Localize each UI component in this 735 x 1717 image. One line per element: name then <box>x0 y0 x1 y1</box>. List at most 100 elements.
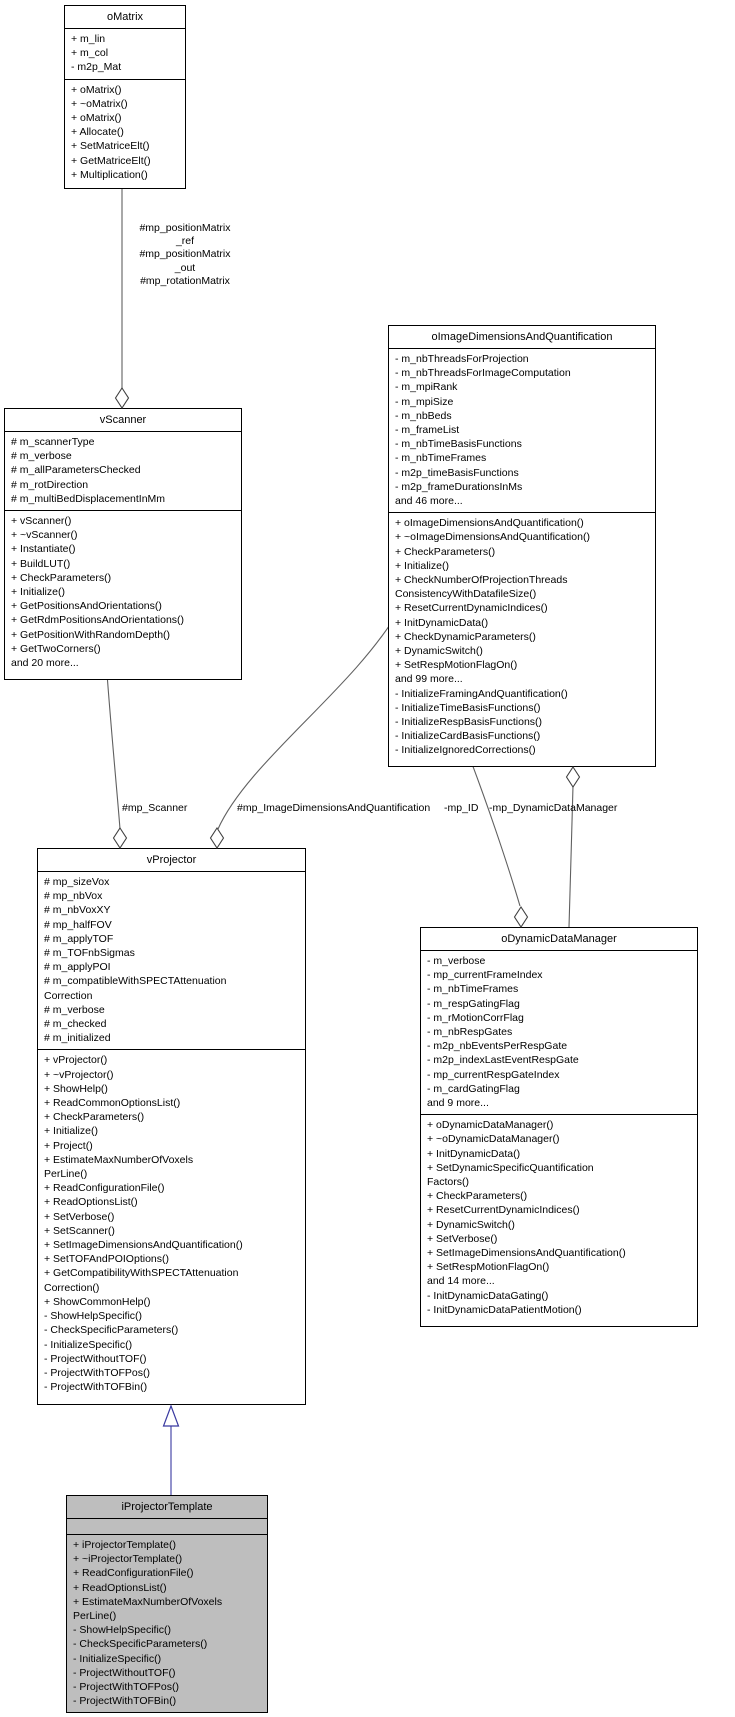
edge-label-mp-imagedimensions: #mp_ImageDimensionsAndQuantification <box>237 802 431 814</box>
method-line: + SetScanner() <box>44 1224 115 1237</box>
method-line: + ReadOptionsList() <box>44 1196 138 1209</box>
attribute-line: + m_col <box>71 47 109 60</box>
method-line: - ProjectWithoutTOF() <box>44 1352 147 1365</box>
method-line: + CheckParameters() <box>427 1190 528 1203</box>
attribute-line: - mp_currentFrameIndex <box>427 969 543 982</box>
attribute-line: and 46 more... <box>395 495 463 508</box>
method-line: + CheckDynamicParameters() <box>395 630 536 643</box>
method-line: + ShowHelp() <box>44 1082 108 1095</box>
class-methods-oDynamicDataManager: + oDynamicDataManager()+ ~oDynamicDataMa… <box>421 1114 697 1326</box>
method-line: + GetCompatibilityWithSPECTAttenuation C… <box>44 1267 239 1294</box>
attribute-line: - m2p_timeBasisFunctions <box>395 466 519 479</box>
method-line: + ReadConfigurationFile() <box>44 1182 165 1195</box>
attribute-line: - m_nbThreadsForImageComputation <box>395 367 571 380</box>
method-line: - InitializeCardBasisFunctions() <box>395 730 541 743</box>
method-line: + ReadCommonOptionsList() <box>44 1097 181 1110</box>
class-methods-vScanner: + vScanner()+ ~vScanner()+ Instantiate()… <box>5 510 241 679</box>
method-line: + SetRespMotionFlagOn() <box>395 659 518 672</box>
method-line: + DynamicSwitch() <box>427 1218 515 1231</box>
attribute-line: - m_nbRespGates <box>427 1026 513 1039</box>
method-line: + oDynamicDataManager() <box>427 1119 554 1132</box>
attribute-line: - m_mpiSize <box>395 395 454 408</box>
class-methods-oImageDimensionsAndQuantification: + oImageDimensionsAndQuantification()+ ~… <box>389 512 655 766</box>
method-line: - ShowHelpSpecific() <box>73 1624 172 1637</box>
class-attributes-oImageDimensionsAndQuantification: - m_nbThreadsForProjection- m_nbThreadsF… <box>389 349 655 512</box>
class-methods-oMatrix: + oMatrix()+ ~oMatrix()+ oMatrix()+ Allo… <box>65 78 185 188</box>
method-line: + EstimateMaxNumberOfVoxels PerLine() <box>44 1153 194 1181</box>
method-line: - ProjectWithTOFPos() <box>73 1681 179 1694</box>
attribute-line: - m_nbTimeBasisFunctions <box>395 438 522 451</box>
edge-label-matrix-members: #mp_positionMatrix _ref #mp_positionMatr… <box>139 222 231 287</box>
class-title-vProjector: vProjector <box>38 849 305 872</box>
attribute-line: # m_applyTOF <box>44 932 114 945</box>
method-line: + Multiplication() <box>71 168 148 181</box>
method-line: + ReadOptionsList() <box>73 1581 167 1594</box>
method-line: and 20 more... <box>11 657 79 670</box>
method-line: + CheckParameters() <box>44 1111 145 1124</box>
method-line: + iProjectorTemplate() <box>73 1539 176 1551</box>
method-line: + Allocate() <box>71 126 124 139</box>
class-attributes-iProjectorTemplate <box>67 1519 267 1534</box>
method-line: - InitializeFramingAndQuantification() <box>395 687 568 700</box>
attribute-line: - m_frameList <box>395 424 460 437</box>
class-vScanner[interactable]: vScanner # m_scannerType# m_verbose# m_a… <box>4 408 242 680</box>
attribute-line: # m_checked <box>44 1018 107 1031</box>
method-line: - ProjectWithTOFBin() <box>73 1695 177 1708</box>
attribute-line: # mp_nbVox <box>44 890 103 903</box>
method-line: - InitDynamicDataGating() <box>427 1289 549 1302</box>
method-line: + ~iProjectorTemplate() <box>73 1553 183 1566</box>
method-line: + BuildLUT() <box>11 557 71 570</box>
attribute-line: # m_verbose <box>11 450 72 463</box>
method-line: + ~oDynamicDataManager() <box>427 1133 560 1146</box>
attribute-line: # m_applyPOI <box>44 961 111 974</box>
attribute-line: # m_initialized <box>44 1032 111 1045</box>
method-line: + GetPositionWithRandomDepth() <box>11 628 171 641</box>
inheritance-arrow-vProjector <box>162 1404 180 1427</box>
attribute-line: - m_verbose <box>427 955 486 967</box>
method-line: + ReadConfigurationFile() <box>73 1567 194 1580</box>
method-line: - InitDynamicDataPatientMotion() <box>427 1303 582 1316</box>
method-line: + GetRdmPositionsAndOrientations() <box>11 614 185 627</box>
attribute-line: # m_TOFnbSigmas <box>44 947 135 960</box>
method-line: - ProjectWithoutTOF() <box>73 1666 176 1679</box>
method-line: + oMatrix() <box>71 112 122 125</box>
attribute-line: - m_rMotionCorrFlag <box>427 1011 524 1024</box>
aggregation-diamond-oImageDimensions-member <box>565 765 581 789</box>
method-line: + Instantiate() <box>11 543 76 556</box>
class-oMatrix[interactable]: oMatrix + m_lin+ m_col- m2p_Mat + oMatri… <box>64 5 186 189</box>
attribute-line: # m_allParametersChecked <box>11 464 141 477</box>
class-vProjector[interactable]: vProjector # mp_sizeVox# mp_nbVox# m_nbV… <box>37 848 306 1405</box>
edge-label-mp-scanner: #mp_Scanner <box>122 802 188 814</box>
class-oDynamicDataManager[interactable]: oDynamicDataManager - m_verbose - mp_curr… <box>420 927 698 1327</box>
aggregation-diamond-oDynamicDataManager-mpID <box>513 905 529 929</box>
method-line: + GetPositionsAndOrientations() <box>11 600 162 613</box>
attribute-line: - m_nbBeds <box>395 409 452 422</box>
class-iProjectorTemplate[interactable]: iProjectorTemplate + iProjectorTemplate(… <box>66 1495 268 1713</box>
class-title-oDynamicDataManager: oDynamicDataManager <box>421 928 697 951</box>
attribute-line: # m_rotDirection <box>11 478 89 491</box>
attribute-line: # m_verbose <box>44 1003 105 1016</box>
method-line: - ShowHelpSpecific() <box>44 1310 143 1323</box>
method-line: + CheckParameters() <box>11 571 112 584</box>
attribute-line: and 9 more... <box>427 1097 489 1110</box>
edge-label-mp-id: -mp_ID <box>444 802 479 814</box>
class-methods-vProjector: + vProjector()+ ~vProjector()+ ShowHelp(… <box>38 1049 305 1404</box>
class-oImageDimensionsAndQuantification[interactable]: oImageDimensionsAndQuantification - m_nb… <box>388 325 656 767</box>
method-line: + oMatrix() <box>71 83 122 96</box>
method-line: + vProjector() <box>44 1054 108 1067</box>
method-line: - CheckSpecificParameters() <box>73 1638 208 1651</box>
attribute-line: - m_nbTimeFrames <box>427 983 519 996</box>
class-attributes-vProjector: # mp_sizeVox# mp_nbVox# m_nbVoxXY# mp_ha… <box>38 872 305 1049</box>
attribute-line: - m2p_Mat <box>71 61 122 74</box>
method-line: + ~vProjector() <box>44 1068 114 1081</box>
method-line: - InitializeIgnoredCorrections() <box>395 744 536 757</box>
method-line: + InitDynamicData() <box>395 616 489 629</box>
attribute-line: - m_mpiRank <box>395 381 458 394</box>
method-line: + Initialize() <box>44 1125 98 1138</box>
method-line: + SetTOFAndPOIOptions() <box>44 1253 169 1266</box>
attribute-line: # mp_sizeVox <box>44 876 110 888</box>
edge-vScanner-to-vProjector <box>105 659 121 830</box>
method-line: + Project() <box>44 1139 93 1152</box>
attribute-line: + m_lin <box>71 33 106 45</box>
aggregation-diamond-vProjector-imagedimensions <box>209 826 225 850</box>
